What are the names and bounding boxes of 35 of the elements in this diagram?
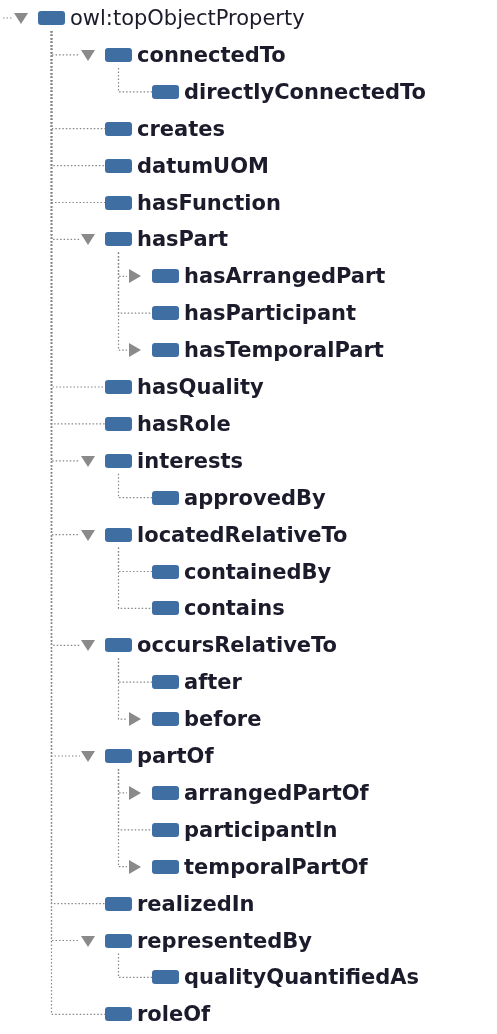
- property-label: occursRelativeTo: [137, 632, 338, 659]
- property-label: temporalPartOf: [184, 853, 368, 880]
- property-label: hasQuality: [137, 374, 264, 400]
- tree-line: [117, 952, 153, 978]
- property-label: partOf: [137, 743, 214, 769]
- property-label: realizedIn: [137, 890, 255, 917]
- tree-line: [117, 473, 153, 499]
- property-label: participantIn: [184, 816, 338, 843]
- property-label: before: [184, 706, 262, 733]
- property-label: contains: [184, 595, 285, 622]
- property-label: arrangedPartOf: [184, 779, 369, 806]
- tree-line: [117, 657, 128, 720]
- property-label: directlyConnectedTo: [184, 78, 426, 105]
- tree-line: [117, 547, 153, 609]
- property-label: representedBy: [137, 927, 312, 954]
- property-label: owl:topObjectProperty: [70, 5, 305, 31]
- property-label: roleOf: [137, 1001, 211, 1028]
- property-label: qualityQuantifiedAs: [184, 964, 420, 991]
- property-label: hasTemporalPart: [184, 337, 384, 364]
- tree-line: [117, 768, 128, 868]
- property-label: hasArrangedPart: [184, 263, 386, 290]
- property-label: after: [184, 669, 242, 696]
- property-label: approvedBy: [184, 484, 326, 511]
- property-label: datumUOM: [137, 152, 269, 179]
- property-label: hasRole: [137, 410, 231, 437]
- property-label: hasPart: [137, 226, 228, 253]
- tree-line: [117, 251, 128, 351]
- property-label: locatedRelativeTo: [137, 521, 348, 548]
- tree-line: [117, 67, 153, 93]
- property-label: creates: [137, 115, 225, 142]
- property-label: interests: [137, 447, 244, 474]
- property-label: containedBy: [184, 558, 332, 585]
- property-label: connectedTo: [137, 41, 286, 68]
- property-label: hasFunction: [137, 189, 281, 216]
- property-label: hasParticipant: [184, 300, 357, 327]
